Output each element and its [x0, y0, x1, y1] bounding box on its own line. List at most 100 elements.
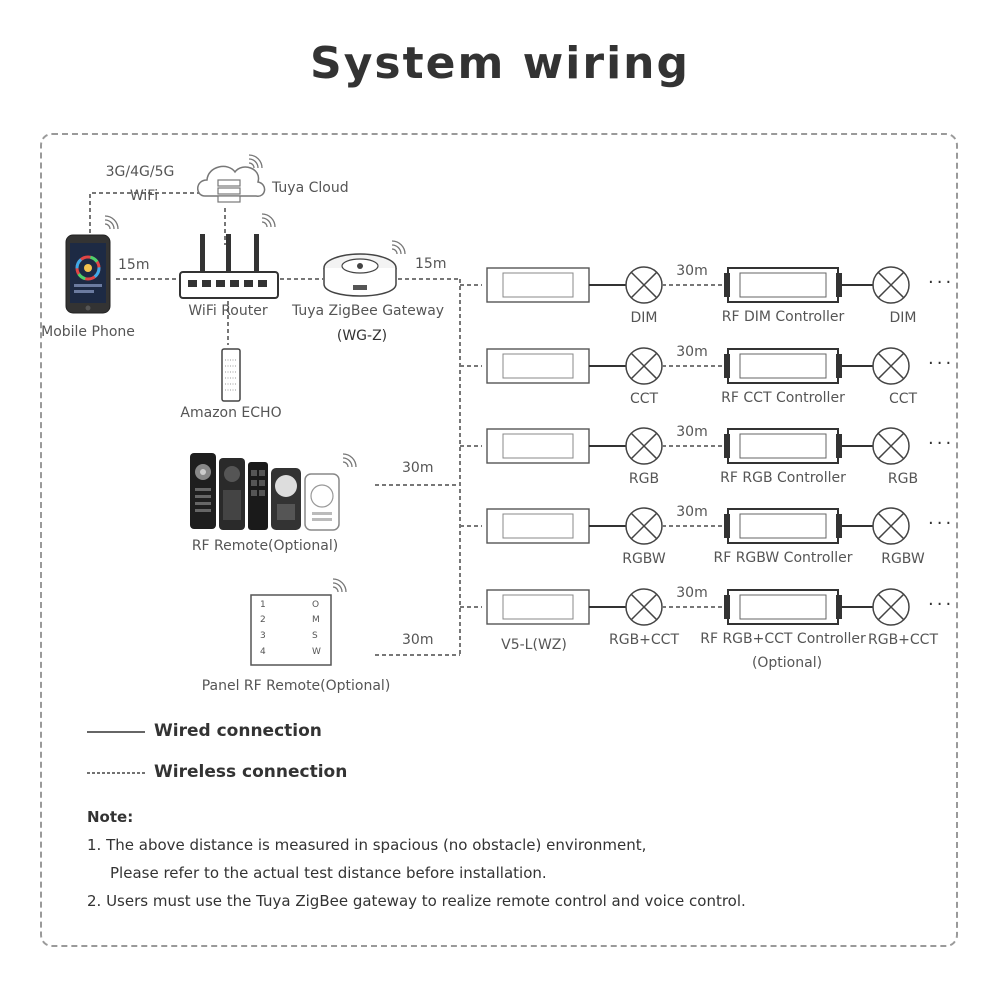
- row-4-light-label: RGBW: [622, 551, 666, 567]
- row-5-controller-inner: [739, 594, 827, 620]
- row-4-ellipsis: ···: [928, 513, 955, 534]
- row-1-ellipsis: ···: [928, 272, 955, 293]
- rf-remote-icon: [190, 453, 357, 531]
- cloud-label: Tuya Cloud: [272, 180, 349, 196]
- wireless-links: [89, 192, 482, 656]
- network-label: 3G/4G/5G: [105, 164, 175, 180]
- row-1-light2-label: DIM: [889, 310, 917, 326]
- panel-remote-icon: [250, 578, 347, 666]
- panel-key-o: O: [312, 600, 320, 610]
- wifi-label: WiFi: [129, 188, 159, 204]
- echo-label: Amazon ECHO: [180, 405, 282, 421]
- row-2-receiver-inner: [502, 353, 574, 379]
- row-3-light-icon-cross-b: [630, 432, 658, 460]
- row-2-controller-terminal-right: [836, 354, 842, 378]
- row-5-light2-label: RGB+CCT: [867, 632, 939, 648]
- row-3-distance-label: 30m: [676, 424, 708, 440]
- row-2-light2-label: CCT: [888, 391, 918, 407]
- panel-key-3: 3: [260, 631, 266, 641]
- row-2-controller: [727, 348, 839, 384]
- row-3-controller: [727, 428, 839, 464]
- panel-key-m: M: [312, 615, 320, 625]
- router-label: WiFi Router: [188, 303, 268, 319]
- wifi-router-icon: [179, 213, 279, 299]
- row-5-distance-label: 30m: [676, 585, 708, 601]
- note-heading: Note:: [87, 808, 134, 826]
- row-5-light-icon-cross-b: [630, 593, 658, 621]
- panel-key-w: W: [312, 647, 321, 657]
- row-2-ellipsis: ···: [928, 353, 955, 374]
- row-2-controller-label: RF CCT Controller: [721, 390, 845, 406]
- panel-remote-label: Panel RF Remote(Optional): [201, 678, 391, 694]
- distance-gateway-bus: 15m: [415, 256, 447, 272]
- row-2-controller-inner: [739, 353, 827, 379]
- row-5-light-label: RGB+CCT: [608, 632, 680, 648]
- note-line-1: 1. The above distance is measured in spa…: [87, 836, 647, 854]
- note-line-2: 2. Users must use the Tuya ZigBee gatewa…: [87, 892, 746, 910]
- panel-key-1: 1: [260, 600, 266, 610]
- row-5-controller-note: (Optional): [751, 655, 823, 671]
- row-4-controller-terminal-left: [724, 514, 730, 538]
- row-2-controller-terminal-left: [724, 354, 730, 378]
- row-3-controller-label: RF RGB Controller: [720, 470, 846, 486]
- row-3-receiver-inner: [502, 433, 574, 459]
- distance-rf-remote: 30m: [402, 460, 434, 476]
- row-3-light-label: RGB: [628, 471, 660, 487]
- row-4-light2-icon-cross-b: [877, 512, 905, 540]
- panel-key-2: 2: [260, 615, 266, 625]
- gateway-label: Tuya ZigBee Gateway: [291, 303, 445, 319]
- row-1-controller-inner: [739, 272, 827, 298]
- row-1-distance-label: 30m: [676, 263, 708, 279]
- row-4-light2-label: RGBW: [881, 551, 925, 567]
- row-1-receiver: [486, 267, 590, 303]
- row-2-light2-icon-cross-b: [877, 352, 905, 380]
- row-5-receiver: [486, 589, 590, 625]
- row-2-light-icon-cross-b: [630, 352, 658, 380]
- wireless-legend-label: Wireless connection: [154, 762, 348, 782]
- rf-remote-label: RF Remote(Optional): [191, 538, 339, 554]
- row-2-distance-label: 30m: [676, 344, 708, 360]
- row-5-ellipsis: ···: [928, 594, 955, 615]
- row-2-receiver: [486, 348, 590, 384]
- panel-key-s: S: [312, 631, 318, 641]
- row-1-controller-label: RF DIM Controller: [721, 309, 845, 325]
- row-5-controller-label: RF RGB+CCT Controller: [700, 631, 866, 647]
- row-5-controller: [727, 589, 839, 625]
- row-4-controller-terminal-right: [836, 514, 842, 538]
- row-3-ellipsis: ···: [928, 433, 955, 454]
- row-1-receiver-inner: [502, 272, 574, 298]
- row-1-light2-icon-cross-b: [877, 271, 905, 299]
- mobile-phone-icon: [65, 215, 119, 314]
- cloud-icon: [197, 154, 266, 203]
- row-4-light-icon-cross-b: [630, 512, 658, 540]
- row-1-controller-terminal-left: [724, 273, 730, 297]
- panel-key-4: 4: [260, 647, 266, 657]
- row-2-light-label: CCT: [629, 391, 659, 407]
- row-3-controller-inner: [739, 433, 827, 459]
- row-4-distance-label: 30m: [676, 504, 708, 520]
- row-3-controller-terminal-right: [836, 434, 842, 458]
- page-title: System wiring: [310, 38, 690, 89]
- zigbee-gateway-icon: [323, 240, 406, 297]
- diagram-frame: [40, 133, 958, 947]
- row-3-light2-label: RGB: [887, 471, 919, 487]
- row-1-controller-terminal-right: [836, 273, 842, 297]
- distance-phone-router: 15m: [118, 257, 150, 273]
- row-4-receiver-inner: [502, 513, 574, 539]
- row-3-receiver: [486, 428, 590, 464]
- amazon-echo-icon: [221, 348, 241, 402]
- row-4-controller-inner: [739, 513, 827, 539]
- receiver-label: V5-L(WZ): [501, 637, 567, 653]
- note-line-1b: Please refer to the actual test distance…: [110, 864, 547, 882]
- gateway-model-label: (WG-Z): [336, 328, 388, 344]
- wired-legend-label: Wired connection: [154, 721, 322, 741]
- row-5-light2-icon-cross-b: [877, 593, 905, 621]
- row-1-light-icon-cross-b: [630, 271, 658, 299]
- controller-rows: [486, 266, 910, 626]
- phone-label: Mobile Phone: [41, 324, 135, 340]
- row-4-controller-label: RF RGBW Controller: [713, 550, 853, 566]
- row-1-light-label: DIM: [630, 310, 658, 326]
- row-5-receiver-inner: [502, 594, 574, 620]
- row-5-controller-terminal-left: [724, 595, 730, 619]
